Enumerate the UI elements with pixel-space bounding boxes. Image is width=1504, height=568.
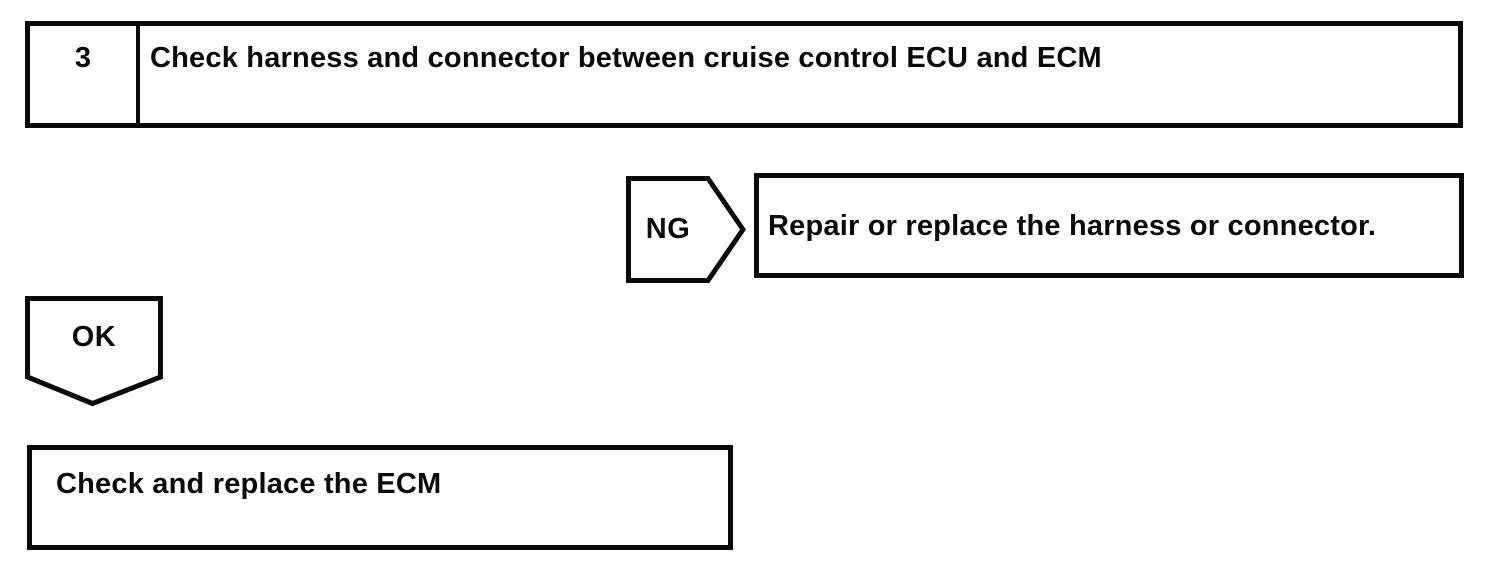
step-number: 3 xyxy=(74,42,92,74)
ng-branch-arrow: NG xyxy=(626,176,746,283)
step-header-box: 3 Check harness and connector between cr… xyxy=(25,21,1463,128)
ng-action-box: Repair or replace the harness or connect… xyxy=(754,173,1464,278)
ng-label: NG xyxy=(645,213,691,245)
ok-action-text: Check and replace the ECM xyxy=(56,468,442,500)
step-number-cell: 3 xyxy=(30,26,140,123)
ok-branch-arrow: OK xyxy=(25,296,163,407)
ok-pentagon-icon xyxy=(25,296,163,407)
ng-pentagon-icon xyxy=(626,176,746,283)
ok-label: OK xyxy=(71,320,117,353)
ok-action-box: Check and replace the ECM xyxy=(27,445,733,550)
step-title: Check harness and connector between crui… xyxy=(150,42,1102,74)
ng-action-text: Repair or replace the harness or connect… xyxy=(768,209,1377,242)
